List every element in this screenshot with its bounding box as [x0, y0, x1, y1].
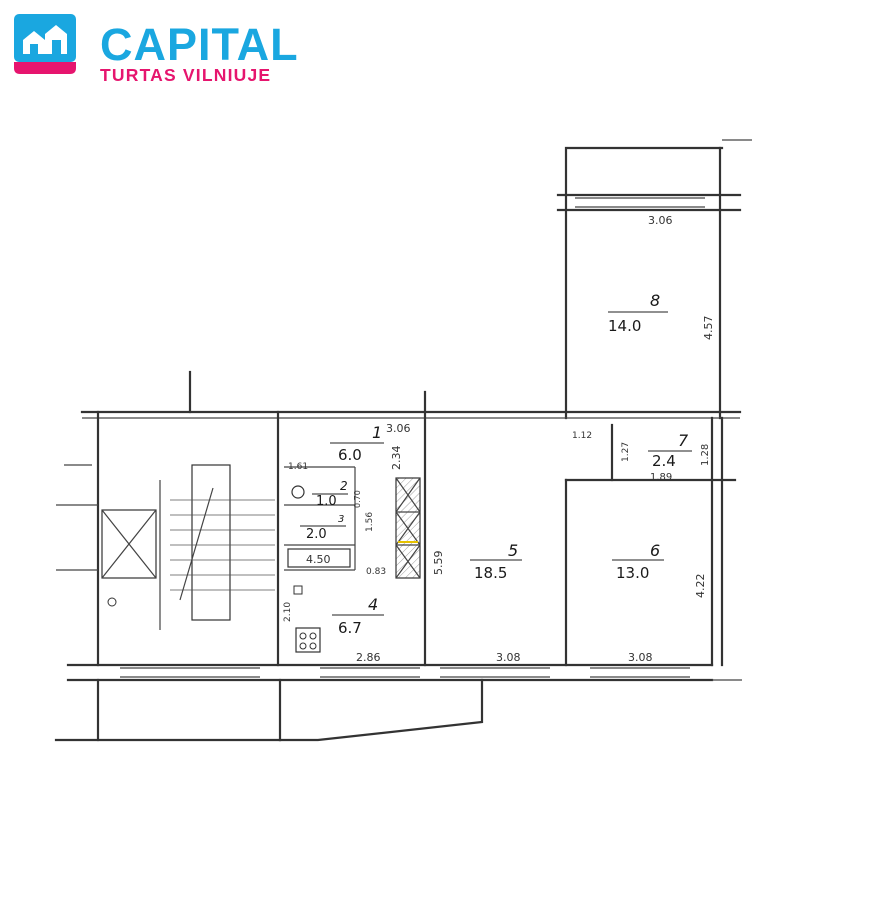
room-2-area: 1.0: [316, 494, 337, 509]
dim-kitchen-width: 2.86: [356, 651, 381, 664]
dim-room7-left: 1.27: [621, 442, 631, 462]
toilet-icon: [291, 485, 305, 499]
room-4-number: 4: [368, 595, 378, 614]
dim-room6-height: 4.22: [694, 574, 707, 599]
dim-corridor-width: 0.83: [366, 567, 386, 577]
room-3-number: 3: [338, 514, 344, 525]
room-8-number: 8: [650, 291, 660, 310]
dim-bath-height: 1.56: [365, 512, 375, 532]
dimension-labels: 3.06 4.57 3.06 2.34 1.61 1.56 0.70 4.50 …: [283, 214, 715, 664]
room-4-area: 6.7: [338, 619, 362, 637]
room-7-area: 2.4: [652, 452, 676, 470]
room-3-area: 2.0: [306, 527, 327, 542]
room-6-area: 13.0: [616, 564, 649, 582]
vent-shaft: [395, 477, 421, 579]
dim-room1-height: 2.34: [390, 446, 403, 471]
dim-room6-width: 3.08: [628, 651, 653, 664]
dim-bath-length: 4.50: [306, 553, 331, 566]
room-8-area: 14.0: [608, 317, 641, 335]
room-2-number: 2: [340, 479, 348, 493]
dim-room8-width: 3.06: [648, 214, 673, 227]
stairwell: [101, 464, 275, 630]
dim-hall-small: 1.12: [572, 431, 592, 441]
dim-kitchen-height: 2.10: [283, 602, 293, 622]
fixtures: [287, 485, 351, 653]
sink-icon: [293, 585, 303, 595]
dim-room7-width: 1.89: [650, 472, 672, 483]
room-6-number: 6: [650, 541, 660, 560]
brand-name: CAPITAL: [100, 19, 299, 70]
room-1-area: 6.0: [338, 446, 362, 464]
room-labels: 8 14.0 1 6.0 2 1.0 3 2.0 4 6.7 5 18.5 6 …: [300, 291, 692, 637]
dim-room5-width: 3.08: [496, 651, 521, 664]
dim-room1-width: 3.06: [386, 422, 411, 435]
walls: [54, 139, 752, 742]
bathtub-icon: [287, 548, 351, 568]
room-5-area: 18.5: [474, 564, 507, 582]
dim-wc-width: 1.61: [288, 462, 308, 472]
house-icon: [14, 14, 76, 74]
dim-room8-height: 4.57: [702, 316, 715, 341]
room-1-number: 1: [372, 423, 382, 442]
stove-icon: [295, 627, 321, 653]
dim-wc-depth: 0.70: [353, 490, 362, 508]
dim-room5-height: 5.59: [432, 551, 445, 576]
room-7-number: 7: [678, 431, 689, 450]
brand-tagline: TURTAS VILNIUJE: [100, 65, 272, 85]
room-5-number: 5: [508, 541, 518, 560]
capital-logo: CAPITAL TURTAS VILNIUJE: [14, 14, 298, 84]
dim-room7-height: 1.28: [700, 444, 711, 466]
